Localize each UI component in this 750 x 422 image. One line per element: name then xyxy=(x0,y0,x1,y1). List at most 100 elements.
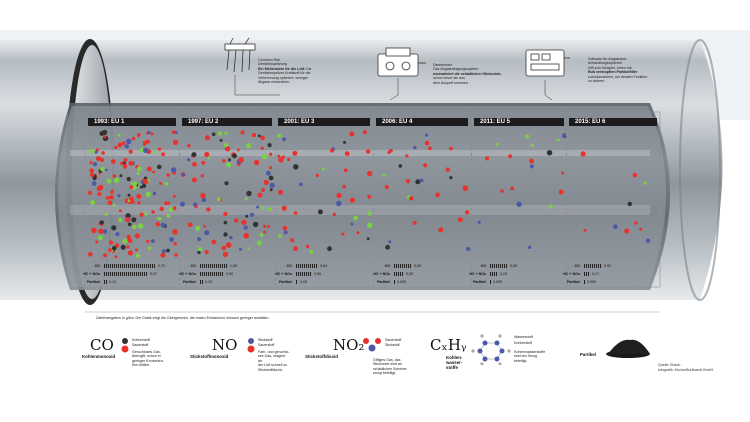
molecule-dot xyxy=(223,220,228,225)
molecule-dot xyxy=(204,250,209,255)
molecule-dot xyxy=(412,220,417,225)
molecule-dot xyxy=(161,249,166,254)
molecule-dot xyxy=(228,158,231,162)
molecule-dot xyxy=(166,248,170,253)
molecule-dot xyxy=(143,178,149,185)
era-label-eu3: 2001: EU 3 xyxy=(278,118,370,126)
molecule-dot xyxy=(556,138,560,142)
molecule-dot xyxy=(118,209,122,213)
molecule-dot xyxy=(120,244,126,250)
molecule-dot xyxy=(137,201,141,205)
molecule-dot xyxy=(150,239,155,243)
molecule-dot xyxy=(150,132,154,136)
molecule-dot xyxy=(462,185,469,191)
legend-no2: NO₂ Stickstoffdioxid Sauerstoff Sticksto… xyxy=(305,336,408,376)
molecule-dot xyxy=(88,252,93,257)
molecule-dot xyxy=(224,146,231,152)
molecule-dot xyxy=(261,188,265,193)
molecule-dot xyxy=(327,246,332,252)
molecule-dot xyxy=(125,213,131,219)
molecule-dot xyxy=(204,151,210,158)
molecule-dot xyxy=(438,227,444,233)
molecule-dot xyxy=(146,166,152,172)
molecule-dot xyxy=(530,143,535,147)
molecule-dot xyxy=(529,158,534,164)
molecule-dot xyxy=(129,185,134,190)
molecule-dot xyxy=(252,221,259,228)
molecule-dot xyxy=(239,247,243,251)
co-bar xyxy=(104,264,156,268)
molecule-dot xyxy=(343,168,348,173)
formula-no2: NO₂ xyxy=(333,336,365,354)
molecule-dot xyxy=(278,157,284,163)
molecule-dot xyxy=(115,232,120,237)
partikel-label: Partikel xyxy=(580,352,596,357)
molecule-dot xyxy=(449,176,453,180)
molecule-dot xyxy=(269,152,273,156)
molecule-dot xyxy=(281,205,287,211)
molecule-dot xyxy=(222,251,229,258)
molecule-dot xyxy=(151,210,155,214)
molecule-dot xyxy=(111,225,117,231)
molecule-dot xyxy=(91,227,97,234)
molecule-dot xyxy=(366,170,373,177)
molecule-dot xyxy=(169,237,175,242)
molecule-dot xyxy=(211,132,216,137)
molecule-dot xyxy=(485,156,490,161)
molecule-dot xyxy=(119,174,123,178)
molecule-dot xyxy=(516,201,522,207)
molecule-dot xyxy=(243,232,249,239)
molecule-dot xyxy=(132,224,137,229)
molecule-dot xyxy=(145,191,151,198)
molecule-dot xyxy=(103,253,107,258)
molecule-dot xyxy=(385,244,390,250)
molecule-dot xyxy=(135,253,141,258)
molecule-dot xyxy=(277,133,282,138)
molecule-dot xyxy=(405,154,409,158)
molecule-dot xyxy=(204,230,210,236)
molecule-dot xyxy=(96,186,102,192)
molecule-dot xyxy=(336,192,342,199)
molecule-dot xyxy=(529,164,534,169)
molecule-dot xyxy=(260,146,264,150)
molecule-dot xyxy=(191,152,197,158)
molecule-dot xyxy=(114,243,120,248)
molecule-dot xyxy=(336,200,342,207)
molecule-dot xyxy=(332,212,336,217)
molecule-dot xyxy=(309,249,314,254)
molecule-dot xyxy=(98,235,103,241)
molecule-dot xyxy=(187,144,191,148)
molecule-dot xyxy=(144,212,148,216)
molecule-dot xyxy=(445,167,450,172)
molecule-dot xyxy=(152,150,157,154)
molecule-dot xyxy=(583,228,587,232)
molecule-dot xyxy=(224,131,228,135)
molecule-dot xyxy=(525,134,530,139)
molecule-dot xyxy=(195,225,201,231)
molecule-dot xyxy=(237,148,240,152)
panel-divider xyxy=(471,108,473,286)
molecule-dot xyxy=(287,157,291,162)
molecule-dot xyxy=(342,184,347,189)
molecule-dot xyxy=(117,194,121,198)
molecule-dot xyxy=(613,224,618,229)
molecule-dot xyxy=(126,245,130,249)
molecule-dot xyxy=(95,240,99,244)
molecule-dot xyxy=(122,163,128,169)
molecule-dot xyxy=(142,183,147,188)
molecule-dot xyxy=(160,252,166,258)
molecule-dot xyxy=(257,134,261,138)
molecule-dot xyxy=(428,146,432,151)
partikel-bar xyxy=(584,280,585,284)
molecule-dot xyxy=(362,130,367,135)
molecule-dot xyxy=(247,247,251,250)
molecule-dot xyxy=(159,206,164,211)
molecule-dot xyxy=(126,234,131,239)
molecule-dot xyxy=(203,224,206,228)
molecule-dot xyxy=(172,229,178,235)
molecule-dot xyxy=(424,133,429,137)
molecule-dot xyxy=(457,217,463,223)
callout-heading: Common Rail xyxy=(258,58,280,62)
molecule-dot xyxy=(105,168,108,172)
